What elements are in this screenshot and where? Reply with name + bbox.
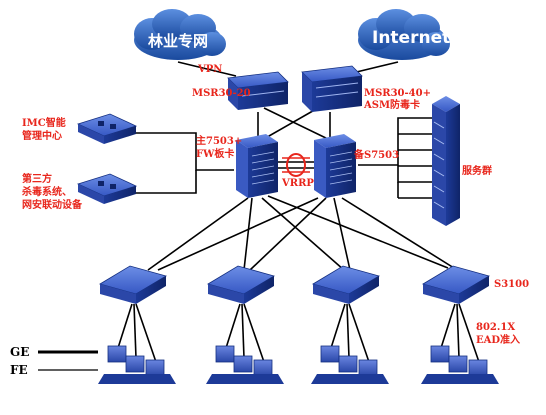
core-switch-main-icon [236, 134, 278, 198]
link-msr3020-backup [263, 107, 331, 141]
link-servers-5 [397, 165, 432, 183]
access-switch-1-icon [98, 265, 168, 304]
vpn-label: VPN [198, 64, 223, 75]
link-main-sw1 [147, 197, 249, 271]
link-sw4-pc3 [458, 303, 480, 363]
server-group-label: 服务群 [462, 166, 492, 177]
link-backup-sw2 [249, 197, 327, 271]
auth-label-line1: 802.1X [476, 322, 516, 333]
link-group [117, 61, 480, 363]
msr30-20-label: MSR30-20 [192, 88, 251, 99]
link-third-party-main [136, 170, 197, 194]
core-main-label-line1: 主7503+ [196, 136, 243, 147]
internet-cloud-icon [358, 9, 450, 60]
link-sw2-pc1 [225, 303, 241, 349]
legend-ge-label: GE [10, 345, 30, 359]
link-backup-sw4 [341, 197, 455, 269]
link-main-sw2 [243, 197, 253, 271]
imc-label-line2: 管理中心 [22, 131, 62, 142]
link-backup-sw3 [333, 197, 351, 271]
access-switch-4-icon [421, 265, 491, 304]
link-backup-sw1 [157, 197, 319, 271]
router-msr30-40-icon [301, 65, 363, 112]
legend-lines [38, 350, 98, 371]
msr30-40-label-line1: MSR30-40+ [364, 88, 431, 99]
pc-cluster-2-icon [206, 345, 284, 384]
vrrp-ring [282, 153, 310, 177]
vpn-cloud-icon [134, 9, 226, 60]
link-sw3-pc2 [346, 303, 350, 359]
pc-cluster-1-icon [98, 345, 176, 384]
link-sw4-pc2 [456, 303, 460, 359]
msr30-40-label-line2: ASM防毒卡 [364, 100, 421, 111]
vpn-cloud-label: 林业专网 [148, 32, 209, 50]
link-sw1-pc1 [117, 303, 133, 349]
link-sw2-pc3 [243, 303, 265, 363]
link-sw3-pc3 [348, 303, 370, 363]
internet-cloud-label: Internet [372, 28, 451, 48]
third-party-device-icon [76, 173, 138, 204]
link-main-sw3 [261, 197, 345, 271]
link-vpn-cloud-msr3020 [177, 61, 237, 77]
third-party-label-line1: 第三方 [22, 174, 52, 185]
link-sw1-pc2 [133, 303, 137, 359]
access-switch-2-icon [206, 265, 276, 304]
imc-label-line1: IMC智能 [22, 118, 66, 129]
pc-cluster-3-icon [311, 345, 389, 384]
legend-fe-label: FE [10, 363, 28, 377]
link-main-sw4 [267, 195, 449, 269]
core-backup-label: 备S7503 [354, 150, 400, 161]
imc-server-icon [76, 113, 138, 144]
access-switch-3-icon [311, 265, 381, 304]
core-switch-backup-icon [314, 134, 356, 198]
link-sw4-pc1 [440, 303, 456, 349]
third-party-label-line3: 网安联动设备 [22, 200, 82, 211]
server-group-icon [432, 96, 460, 226]
link-imc-main [136, 132, 234, 171]
third-party-label-line2: 杀毒系统、 [22, 187, 72, 198]
link-sw2-pc2 [241, 303, 245, 359]
pc-cluster-4-icon [421, 345, 499, 384]
router-msr30-20-icon [227, 71, 289, 110]
auth-label-line2: EAD准入 [476, 335, 521, 346]
access-switch-label: S3100 [494, 279, 530, 290]
core-main-label-line2: FW板卡 [196, 149, 235, 160]
link-sw3-pc1 [330, 303, 346, 349]
link-sw1-pc3 [135, 303, 157, 363]
vrrp-label: VRRP [282, 178, 314, 189]
link-msr3040-main [261, 107, 319, 141]
link-servers-backup [358, 117, 432, 166]
